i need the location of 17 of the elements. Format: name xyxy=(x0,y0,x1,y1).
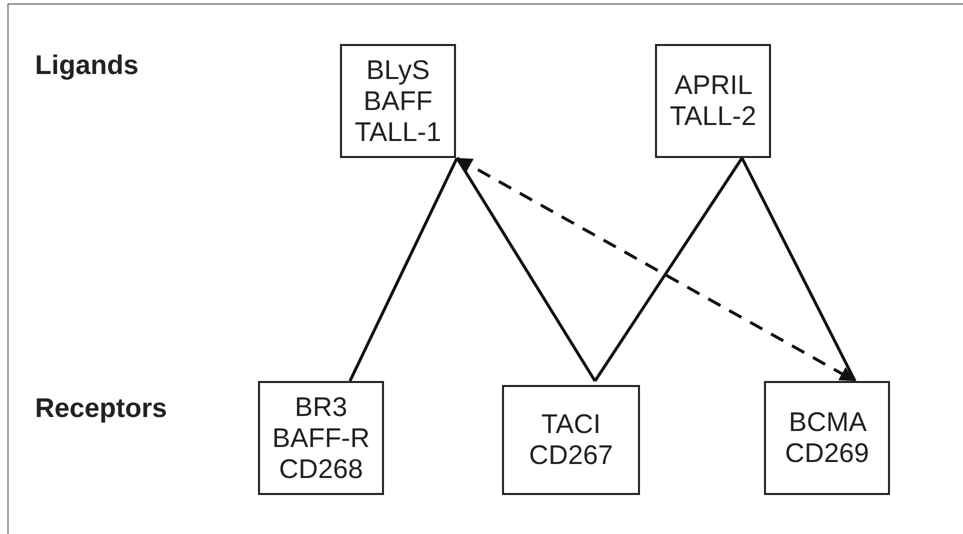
row-label: Ligands xyxy=(35,50,139,81)
node-label: BCMA CD269 xyxy=(784,407,870,469)
dashed-line xyxy=(456,156,856,382)
receptor-box xyxy=(502,385,640,495)
connector-line xyxy=(456,157,596,382)
row-label: Receptors xyxy=(35,393,168,424)
connector-line xyxy=(740,157,856,382)
node-label: BLyS BAFF TALL-1 xyxy=(354,54,442,148)
connector-line xyxy=(594,157,744,382)
receptor-box xyxy=(764,381,890,495)
node-label: BR3 BAFF-R CD268 xyxy=(271,392,371,484)
connector-line xyxy=(348,157,458,382)
ligand-box xyxy=(655,44,771,158)
node-label: APRIL TALL-2 xyxy=(668,70,758,132)
receptor-box xyxy=(258,381,384,495)
ligand-box xyxy=(340,44,456,158)
node-label: TACI CD267 xyxy=(528,409,614,471)
